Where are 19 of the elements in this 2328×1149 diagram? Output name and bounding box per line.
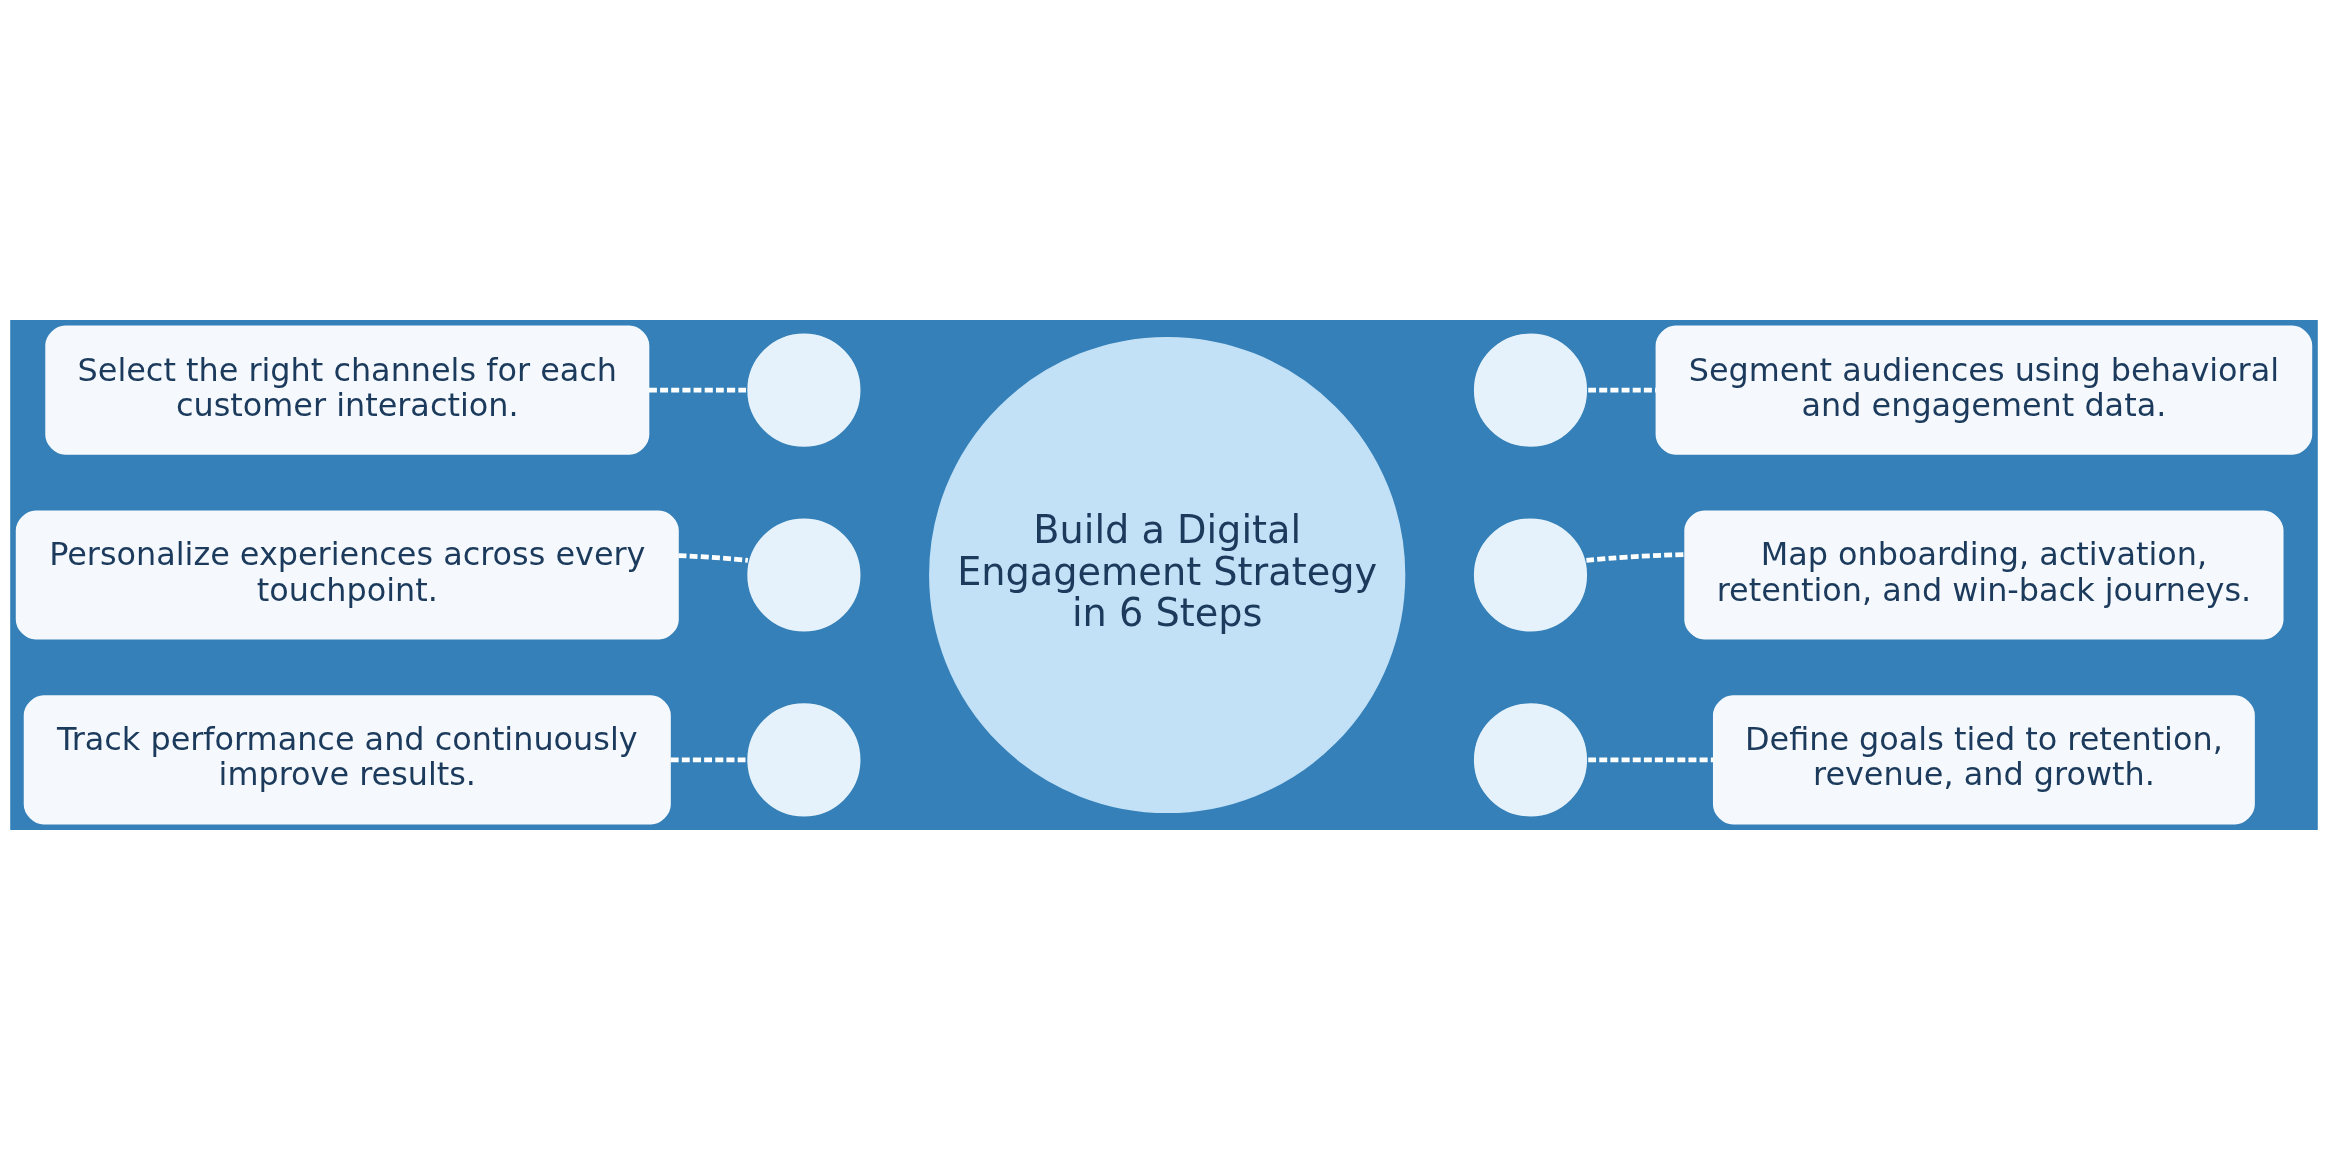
connector [1586, 551, 1685, 563]
node-box: Track performance and continuously improve results. [23, 694, 671, 824]
node-circle [745, 516, 863, 633]
node-circle [1472, 331, 1589, 448]
node-circle: Build a Digital Engagement Strategy in 6 Steps [929, 336, 1406, 813]
node-box: Segment audiences using behavioral and engagement data. [1655, 325, 2313, 455]
connector [1588, 387, 1657, 392]
node-circle [745, 701, 863, 818]
node-circle [1472, 516, 1589, 633]
connector [1588, 757, 1714, 762]
connector [678, 552, 749, 563]
node-box: Map onboarding, activation, retention, and win-back journeys. [1684, 509, 2284, 640]
node-box: Select the right channels for each customer interaction. [45, 325, 650, 455]
connector [670, 757, 747, 762]
connector [648, 387, 747, 392]
node-circle [745, 331, 863, 448]
node-box: Personalize experiences across every touchpoint. [15, 509, 679, 640]
node-box: Define goals tied to retention, revenue, and growth. [1712, 694, 2255, 824]
node-circle [1472, 701, 1589, 818]
